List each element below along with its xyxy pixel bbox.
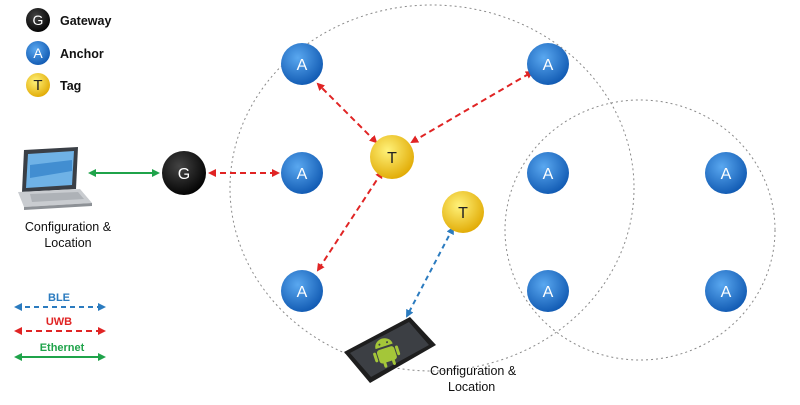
anchor-icon xyxy=(281,152,323,194)
anchor-symbol: A xyxy=(297,57,308,74)
tag-node: T xyxy=(442,191,484,233)
tablet-caption-line1: Configuration & xyxy=(430,364,517,378)
anchor-node: A xyxy=(281,270,323,312)
legend-tag-symbol: T xyxy=(33,77,42,94)
anchor-symbol: A xyxy=(543,166,554,183)
tag-icon xyxy=(370,135,414,179)
anchor-icon xyxy=(705,152,747,194)
uwb-link-tag-anchor-topleft xyxy=(316,82,378,144)
anchor-node: A xyxy=(281,152,323,194)
anchor-symbol: A xyxy=(297,166,308,183)
anchor-icon xyxy=(705,270,747,312)
coverage-area-left xyxy=(229,4,635,372)
anchor-symbol: A xyxy=(543,57,554,74)
link-legend: BLE UWB Ethernet xyxy=(14,292,106,361)
anchor-icon xyxy=(527,270,569,312)
legend-gateway: G Gateway xyxy=(26,8,111,32)
anchor-node: A xyxy=(705,152,747,194)
uwb-link-tag-anchor-bottomleft xyxy=(316,170,384,272)
uwb-link-tag-anchor-topright xyxy=(410,70,534,144)
anchor-node: A xyxy=(527,152,569,194)
legend-tag: T Tag xyxy=(26,73,81,97)
anchor-symbol: A xyxy=(721,166,732,183)
gateway-icon xyxy=(162,151,206,195)
android-tablet-icon xyxy=(344,317,436,383)
legend-anchor: A Anchor xyxy=(26,41,104,65)
uwb-legend-label: UWB xyxy=(46,316,72,328)
coverage-area-right xyxy=(504,99,776,361)
anchor-symbol: A xyxy=(721,284,732,301)
tablet-caption-line2: Location xyxy=(448,380,495,394)
tag-symbol: T xyxy=(458,205,468,222)
anchor-icon xyxy=(281,270,323,312)
legend-anchor-symbol: A xyxy=(33,45,43,61)
ethernet-legend-label: Ethernet xyxy=(40,342,85,354)
anchor-icon xyxy=(527,152,569,194)
legend-tag-label: Tag xyxy=(60,79,81,93)
gateway-icon xyxy=(26,8,50,32)
tag-icon xyxy=(26,73,50,97)
gateway-node: G xyxy=(162,151,206,195)
anchor-icon xyxy=(281,43,323,85)
anchor-symbol: A xyxy=(297,284,308,301)
laptop-caption-line2: Location xyxy=(44,236,91,250)
anchor-node: A xyxy=(705,270,747,312)
tag-symbol: T xyxy=(387,150,397,167)
anchor-icon xyxy=(527,43,569,85)
gateway-symbol: G xyxy=(178,166,190,183)
legend-gateway-label: Gateway xyxy=(60,14,111,28)
anchor-node: A xyxy=(527,43,569,85)
anchor-symbol: A xyxy=(543,284,554,301)
laptop-caption-line1: Configuration & xyxy=(25,220,112,234)
ble-legend-label: BLE xyxy=(48,292,70,304)
tag-node: T xyxy=(370,135,414,179)
anchor-icon xyxy=(26,41,50,65)
anchor-node: A xyxy=(281,43,323,85)
legend-anchor-label: Anchor xyxy=(60,47,104,61)
anchor-node: A xyxy=(527,270,569,312)
laptop-icon xyxy=(18,147,92,210)
legend: G Gateway A Anchor T Tag xyxy=(26,8,111,97)
links xyxy=(88,70,534,318)
ble-link-tag-tablet xyxy=(406,226,454,318)
legend-gateway-symbol: G xyxy=(33,12,44,28)
tag-icon xyxy=(442,191,484,233)
